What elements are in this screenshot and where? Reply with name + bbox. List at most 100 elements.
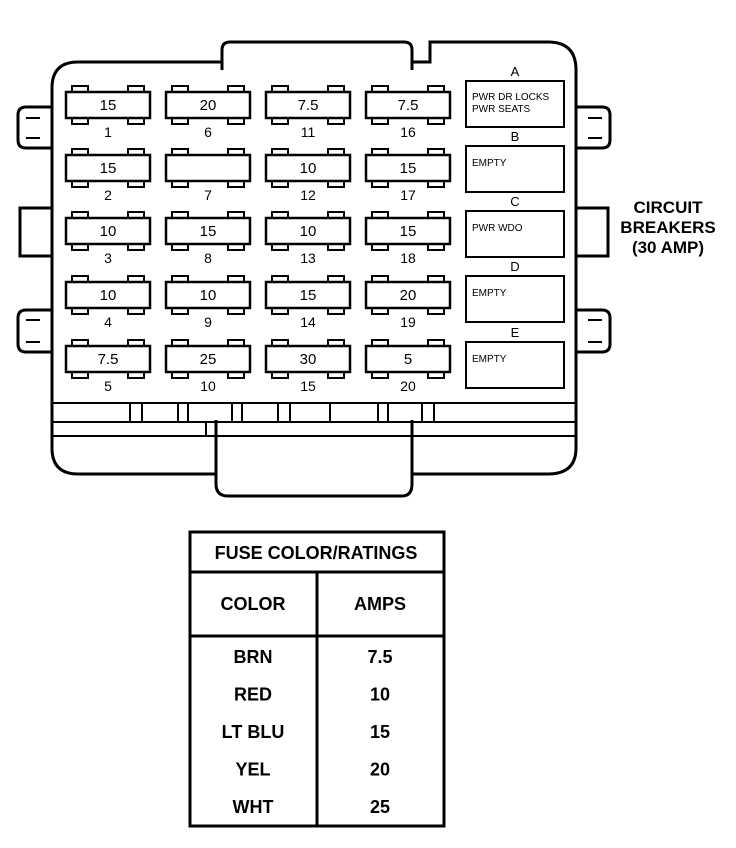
circuit-breaker-description: EMPTY — [472, 288, 507, 299]
fuse-number: 8 — [204, 250, 212, 266]
fuse-rating: 10 — [300, 160, 317, 177]
table-cell-color: YEL — [235, 760, 270, 780]
fuse-number: 19 — [400, 314, 416, 330]
fuse-number: 6 — [204, 124, 212, 140]
table-row: WHT 25 — [233, 797, 391, 817]
fuse-number: 14 — [300, 314, 316, 330]
fuse-rating: 15 — [100, 160, 117, 177]
fuse-number: 17 — [400, 187, 416, 203]
fuse-13: 10 13 — [264, 211, 352, 266]
fuse-rating: 5 — [404, 351, 412, 368]
fuse-number: 13 — [300, 250, 316, 266]
fuse-number: 20 — [400, 378, 416, 394]
fuse-grid: 1511521031047.55206715810925107.51110121… — [64, 85, 452, 394]
circuit-breaker-c: C PWR WDO — [465, 194, 565, 258]
table-cell-color: RED — [234, 685, 272, 705]
circuit-breakers-label-line-2: BREAKERS — [620, 218, 715, 237]
table-cell-amps: 15 — [370, 722, 390, 742]
table-title: FUSE COLOR/RATINGS — [215, 543, 418, 563]
fuse-2: 15 2 — [64, 148, 152, 203]
fuse-number: 2 — [104, 187, 112, 203]
fuse-number: 15 — [300, 378, 316, 394]
circuit-breaker-d: D EMPTY — [465, 259, 565, 323]
circuit-breaker-description: EMPTY — [472, 354, 507, 365]
fuse-number: 18 — [400, 250, 416, 266]
fuse-9: 10 9 — [164, 275, 252, 330]
fuse-number: 1 — [104, 124, 112, 140]
fuse-number: 11 — [301, 124, 316, 140]
fuse-rating: 10 — [300, 223, 317, 240]
table-cell-amps: 25 — [370, 797, 390, 817]
table-cell-color: WHT — [233, 797, 274, 817]
circuit-breakers-label: CIRCUIT BREAKERS (30 AMP) — [620, 198, 715, 257]
circuit-breaker-description: PWR SEATS — [472, 104, 530, 115]
circuit-breaker-letter: C — [510, 194, 519, 209]
table-cell-amps: 10 — [370, 685, 390, 705]
fuse-12: 10 12 — [264, 148, 352, 203]
fuse-rating: 15 — [400, 223, 417, 240]
fuse-rating: 7.5 — [398, 97, 419, 114]
fuse-rating: 10 — [100, 223, 117, 240]
fuse-box-housing — [16, 40, 612, 498]
fuse-rating: 30 — [300, 351, 317, 368]
fuse-rating: 25 — [200, 351, 217, 368]
circuit-breaker-letter: B — [511, 129, 520, 144]
circuit-breaker-letter: D — [510, 259, 519, 274]
fuse-rating: 20 — [200, 97, 217, 114]
fuse-number: 12 — [300, 187, 316, 203]
table-header-color: COLOR — [221, 594, 286, 614]
circuit-breaker-description: EMPTY — [472, 158, 507, 169]
table-cell-color: LT BLU — [222, 722, 285, 742]
table-row: RED 10 — [234, 685, 390, 705]
table-cell-amps: 7.5 — [367, 647, 392, 667]
circuit-breaker-letter: A — [511, 64, 520, 79]
table-row: LT BLU 15 — [222, 722, 390, 742]
fuse-4: 10 4 — [64, 275, 152, 330]
fuse-rating: 10 — [200, 287, 217, 304]
fuse-8: 15 8 — [164, 211, 252, 266]
circuit-breakers-label-line-3: (30 AMP) — [632, 238, 704, 257]
fuse-rating: 15 — [300, 287, 317, 304]
circuit-breaker-e: E EMPTY — [465, 325, 565, 389]
fuse-number: 10 — [200, 378, 216, 394]
circuit-breaker-b: B EMPTY — [465, 129, 565, 193]
fuse-rating: 15 — [200, 223, 217, 240]
circuit-breaker-description: PWR DR LOCKS — [472, 92, 550, 103]
fuse-rating: 7.5 — [98, 351, 119, 368]
fuse-rating: 15 — [400, 160, 417, 177]
fuse-16: 7.5 16 — [364, 85, 452, 140]
fuse-rating: 20 — [400, 287, 417, 304]
fuse-number: 7 — [204, 187, 212, 203]
fuse-number: 9 — [204, 314, 212, 330]
fuse-6: 20 6 — [164, 85, 252, 140]
table-row: BRN 7.5 — [234, 647, 393, 667]
table-cell-color: BRN — [234, 647, 273, 667]
fuse-number: 5 — [104, 378, 112, 394]
fuse-number: 4 — [104, 314, 112, 330]
fuse-rating: 15 — [100, 97, 117, 114]
table-header-amps: AMPS — [354, 594, 406, 614]
fuse-rating: 10 — [100, 287, 117, 304]
fuse-10: 25 10 — [164, 339, 252, 394]
fuse-11: 7.5 11 — [264, 85, 352, 140]
fuse-7: 7 — [164, 148, 252, 203]
table-row: YEL 20 — [235, 760, 390, 780]
circuit-breaker-description: PWR WDO — [472, 223, 523, 234]
table-cell-amps: 20 — [370, 760, 390, 780]
fuse-rating: 7.5 — [298, 97, 319, 114]
fuse-15: 30 15 — [264, 339, 352, 394]
circuit-breaker-letter: E — [511, 325, 520, 340]
fuse-20: 5 20 — [364, 339, 452, 394]
fuse-1: 15 1 — [64, 85, 152, 140]
fuse-number: 16 — [400, 124, 416, 140]
fuse-number: 3 — [104, 250, 112, 266]
fuse-5: 7.55 — [64, 339, 152, 394]
